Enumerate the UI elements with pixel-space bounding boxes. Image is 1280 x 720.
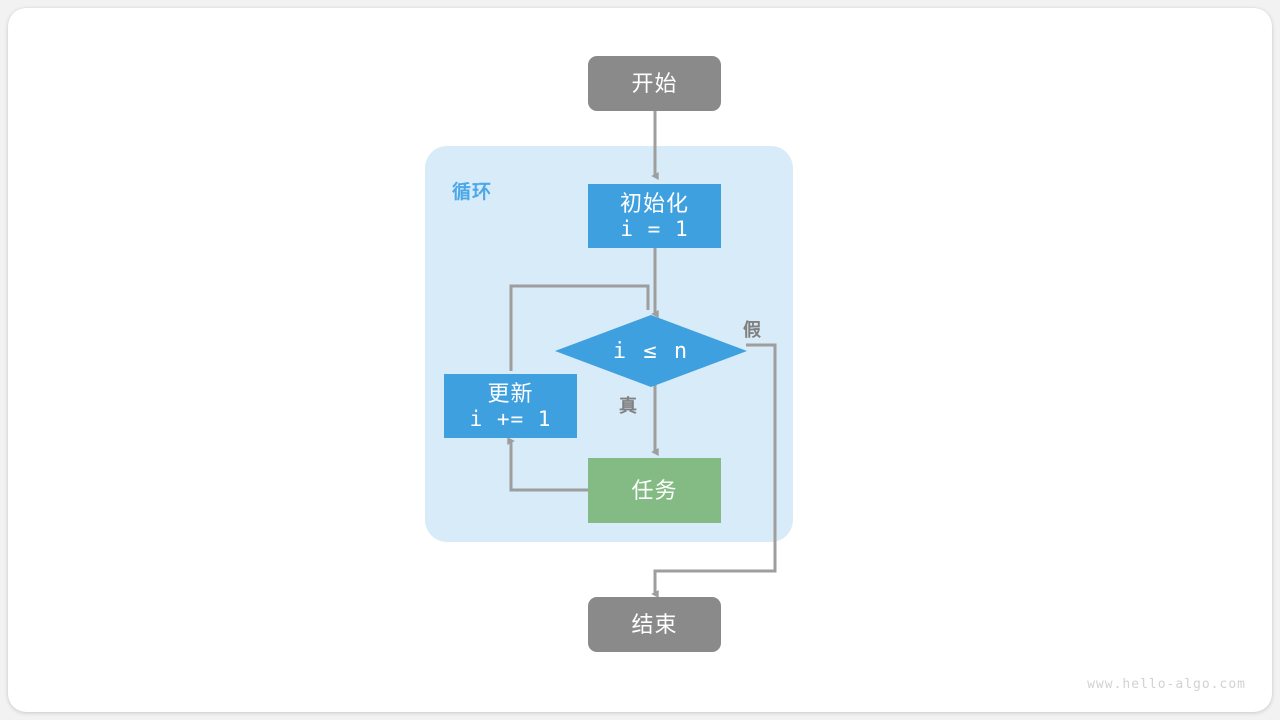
node-init[interactable]: 初始化 i = 1 xyxy=(588,184,721,248)
loop-container-label: 循环 xyxy=(452,182,493,203)
node-start-label: 开始 xyxy=(631,70,678,96)
watermark: www.hello-algo.com xyxy=(1087,677,1246,692)
node-update-code: i += 1 xyxy=(469,406,552,431)
edge-label-true: 真 xyxy=(619,396,638,416)
node-update-label: 更新 xyxy=(487,380,534,406)
node-update[interactable]: 更新 i += 1 xyxy=(444,374,577,438)
edge-label-false: 假 xyxy=(743,320,762,340)
node-condition[interactable]: i ≤ n xyxy=(555,315,747,387)
edge-layer xyxy=(507,110,777,598)
edge-update-to-condition xyxy=(509,284,650,371)
node-end-label: 结束 xyxy=(631,611,678,637)
diamond-shape xyxy=(555,315,747,387)
edge-condition-false-to-end xyxy=(651,343,777,598)
node-task-label: 任务 xyxy=(631,477,678,503)
node-start[interactable]: 开始 xyxy=(588,56,721,111)
edge-task-to-update xyxy=(507,437,588,492)
node-task[interactable]: 任务 xyxy=(588,458,721,523)
node-init-label: 初始化 xyxy=(619,190,689,216)
node-end[interactable]: 结束 xyxy=(588,597,721,652)
diagram-canvas: 循环 开始 初始化 i = 1 xyxy=(8,8,1272,712)
node-init-code: i = 1 xyxy=(620,216,689,241)
